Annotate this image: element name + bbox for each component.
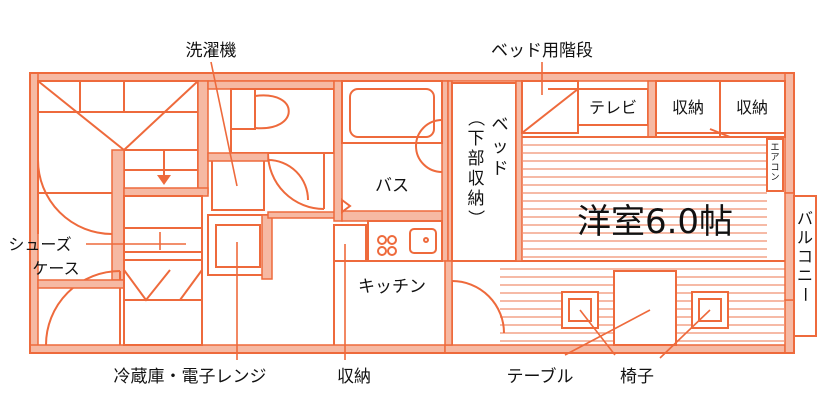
bed-storage-label-char: 部 xyxy=(468,149,485,169)
air-conditioner xyxy=(766,138,784,192)
balcony-label-char: ニ xyxy=(797,266,813,285)
fridge-label: 冷蔵庫・電子レンジ xyxy=(114,367,267,387)
bathtub xyxy=(341,80,443,173)
kitchen-counter xyxy=(367,220,443,262)
aircon-label-char: コ xyxy=(770,163,779,173)
inner-wall xyxy=(123,187,209,197)
closet-label-2: 収納 xyxy=(736,98,768,117)
bed-stairs xyxy=(521,80,579,134)
bed-label-char: ベ xyxy=(492,115,509,135)
bed-storage-label-char: 納 xyxy=(468,189,485,209)
room-door xyxy=(451,280,505,334)
bed-stairs-label: ベッド用階段 xyxy=(491,41,593,61)
shoe-case-label-1: シューズ xyxy=(8,235,71,254)
inner-wall xyxy=(267,211,339,219)
toilet-door xyxy=(267,152,325,210)
bed-storage-label-char: ） xyxy=(465,210,485,227)
balcony-label-char: バ xyxy=(797,209,813,228)
aircon-label-char: ア xyxy=(770,153,779,163)
fridge-cabinet xyxy=(123,259,203,346)
toilet xyxy=(230,88,335,154)
leader-lines xyxy=(159,61,711,360)
bed-label: ベッド xyxy=(492,115,509,179)
kitchen-label: キッチン xyxy=(358,277,426,297)
washing-machine xyxy=(207,152,269,211)
washroom-door xyxy=(267,159,309,201)
western-room-label: 洋室6.0帖 xyxy=(577,202,733,242)
aircon-label-char: ン xyxy=(770,173,779,183)
balcony-label-char: ル xyxy=(797,228,813,247)
bed-storage-label-char: 下 xyxy=(468,129,485,149)
entrance-door xyxy=(37,159,113,235)
closet-label-1: 収納 xyxy=(672,98,704,117)
tv-label: テレビ xyxy=(589,98,637,117)
bed-storage-label-char: （ xyxy=(465,110,485,127)
inner-wall xyxy=(333,80,343,222)
dining-table xyxy=(613,270,677,346)
bed-label-char: ッ xyxy=(492,137,509,157)
shoe-case xyxy=(123,195,203,261)
washer-label: 洗濯機 xyxy=(186,41,237,61)
front-door xyxy=(45,270,121,346)
bed-label-char: ド xyxy=(492,159,509,179)
balcony-label-char: コ xyxy=(797,247,813,266)
inner-wall xyxy=(197,80,209,194)
bed-storage-label-char: 収 xyxy=(468,169,485,189)
balcony-label-char: ー xyxy=(795,286,814,302)
aircon-label-char: エ xyxy=(770,143,779,153)
inner-wall xyxy=(207,80,335,90)
chair-label: 椅子 xyxy=(620,367,654,387)
shoe-case-label-2: ケース xyxy=(32,259,79,278)
storage-label-bottom: 収納 xyxy=(337,367,371,387)
inner-wall xyxy=(111,149,125,281)
balcony xyxy=(793,195,817,337)
bath-label: バス xyxy=(375,176,409,196)
stairs-arrow-icon xyxy=(157,175,171,185)
storage-cabinet xyxy=(333,224,367,262)
table-label: テーブル xyxy=(507,366,574,387)
